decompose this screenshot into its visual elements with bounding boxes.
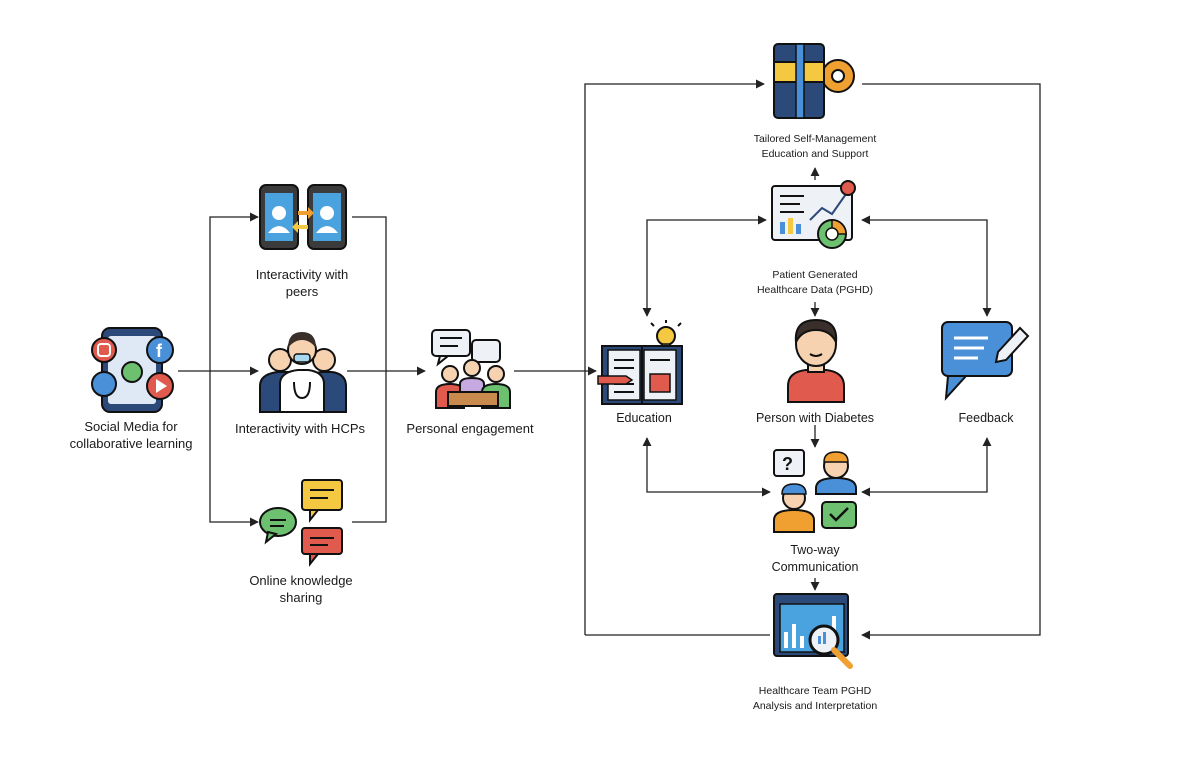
book-gear-icon [773,43,855,119]
label-tailored-line1: Tailored Self-Management [753,133,877,145]
label-two-way: Two-way Communication [772,542,859,576]
label-social-media-line1: Social Media for [84,419,178,434]
arrow-education-twoway [642,437,771,497]
arrow-education-pghd [642,215,767,317]
label-hcps-line1: Interactivity with HCPs [234,421,366,436]
label-person-line1: Person with Diabetes [755,411,875,425]
loop-tailored-to-right [861,83,1041,640]
peer-phones-icon [259,184,347,250]
healthcare-professionals-icon [259,332,347,413]
label-social-media-line2: collaborative learning [69,436,193,451]
label-knowledge-line1: Online knowledge [249,573,353,588]
label-peers-line2: peers [285,284,319,299]
label-two-way-line1: Two-way [790,543,840,557]
data-dashboard-icon [771,180,856,249]
arrow-pghd-feedback [861,215,992,317]
person-icon [787,318,845,403]
label-peers-line1: Interactivity with [255,267,349,282]
label-feedback: Feedback [959,410,1014,427]
social-media-phone-icon: f [91,327,174,413]
label-team-analysis-line1: Healthcare Team PGHD [758,685,872,697]
open-book-lightbulb-icon [597,320,683,405]
label-feedback-line1: Feedback [958,411,1014,425]
label-pghd: Patient Generated Healthcare Data (PGHD) [757,268,873,298]
label-engagement: Personal engagement [406,420,533,437]
label-team-analysis: Healthcare Team PGHD Analysis and Interp… [753,684,877,714]
analytics-magnifier-icon [773,593,853,669]
line-peers-merge [352,216,387,523]
label-knowledge: Online knowledge sharing [249,572,352,606]
label-knowledge-line2: sharing [279,590,323,605]
label-education: Education [616,410,672,427]
label-social-media: Social Media for collaborative learning [70,418,193,452]
label-engagement-line1: Personal engagement [406,421,534,436]
svg-text:f: f [156,341,163,361]
arrow-social-to-knowledge [209,371,259,527]
label-pghd-line1: Patient Generated [772,269,858,281]
label-education-line1: Education [616,411,672,425]
arrow-social-to-peers [209,212,259,371]
svg-text:?: ? [782,454,793,474]
label-person: Person with Diabetes [756,410,874,427]
label-tailored-line2: Education and Support [761,148,869,160]
loop-left-to-tailored [584,79,765,635]
label-tailored: Tailored Self-Management Education and S… [754,132,877,162]
chat-bubbles-icon [259,479,343,567]
label-two-way-line2: Communication [771,560,859,574]
label-team-analysis-line2: Analysis and Interpretation [752,700,878,712]
label-pghd-line2: Healthcare Data (PGHD) [756,284,874,296]
doctor-patient-conversation-icon: ? [773,449,857,533]
feedback-bubble-icon [941,321,1030,401]
label-hcps: Interactivity with HCPs [235,420,365,437]
meeting-icon [431,329,511,409]
arrow-twoway-feedback [861,437,992,497]
label-peers: Interactivity with peers [256,266,348,300]
connectors [178,79,1041,640]
